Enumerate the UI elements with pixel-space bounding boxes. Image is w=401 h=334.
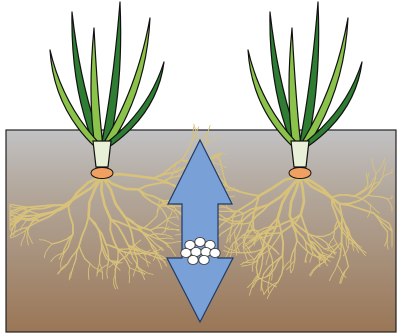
root-branch [129, 268, 130, 283]
granule [195, 237, 205, 246]
granule [210, 248, 220, 257]
root-node [91, 168, 113, 179]
root-branch [216, 211, 235, 212]
granule [199, 255, 209, 264]
leaf [289, 28, 301, 147]
stem-base [93, 141, 111, 167]
stem-base [291, 141, 309, 167]
root-node [289, 168, 311, 179]
leaf [91, 28, 103, 147]
granule [188, 255, 198, 264]
